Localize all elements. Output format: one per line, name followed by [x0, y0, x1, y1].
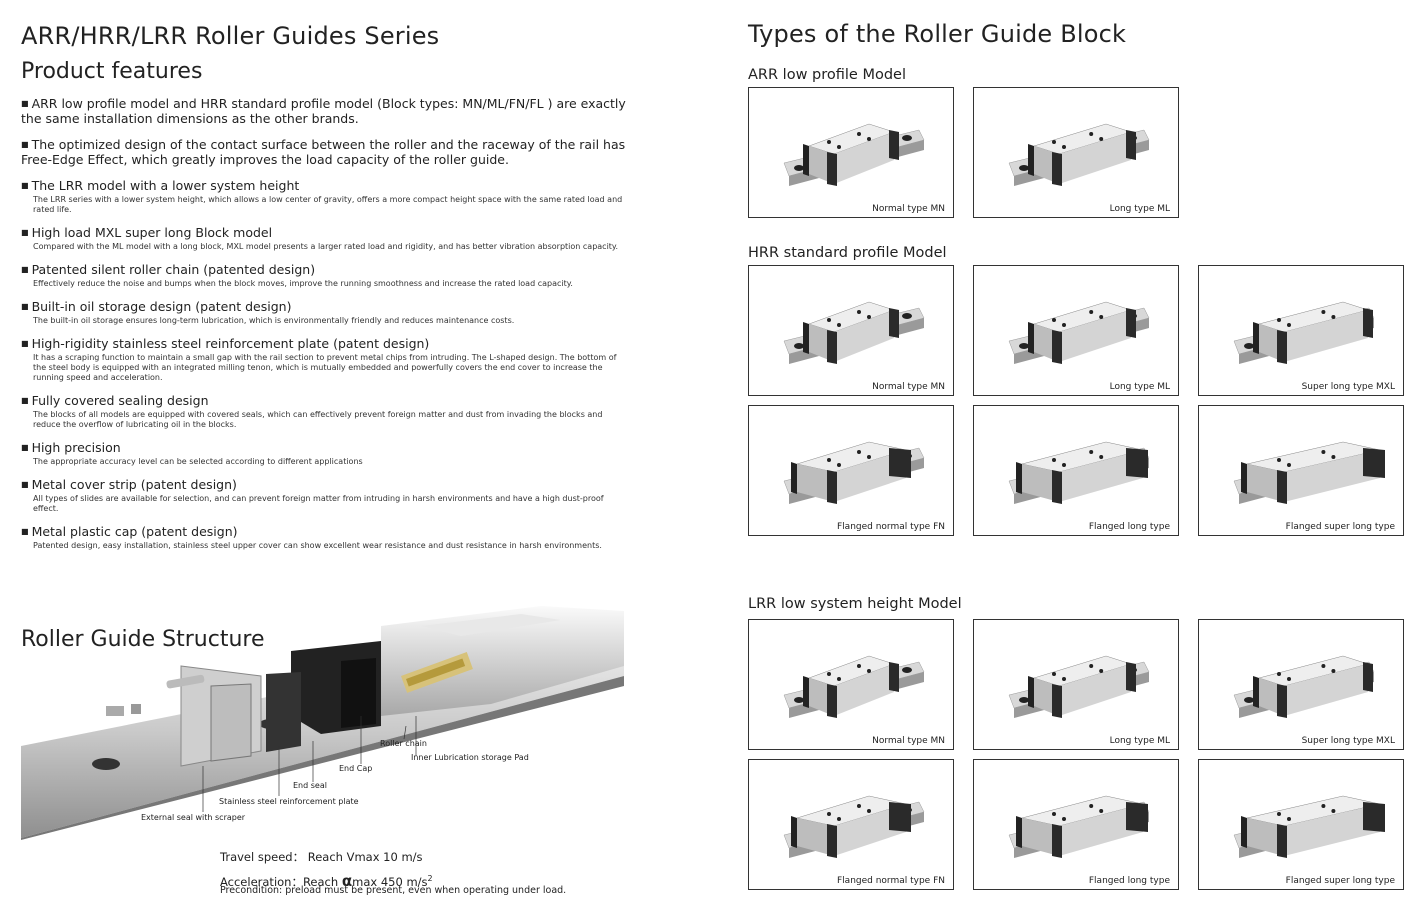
- card-caption: Long type ML: [1109, 736, 1170, 746]
- feature-title: The LRR model with a lower system height: [21, 179, 626, 194]
- callout-inner-lubrication: Inner Lubrication storage Pad: [411, 753, 529, 762]
- feature-title: High precision: [21, 441, 626, 456]
- feature-desc: The built-in oil storage ensures long-te…: [33, 316, 515, 325]
- spec-acceleration: Acceleration：Reach αmax 450 m/s2: [220, 872, 433, 890]
- spec-precondition: Precondition: preload must be present, e…: [220, 885, 567, 896]
- feature-item: Patented silent roller chain (patented d…: [21, 263, 626, 289]
- product-card-lrr: Long type ML: [973, 619, 1179, 750]
- card-caption: Flanged long type: [1088, 522, 1170, 532]
- feature-title: High-rigidity stainless steel reinforcem…: [21, 337, 626, 352]
- arr-model-title: ARR low profile Model: [748, 67, 906, 83]
- product-card-hrr: Flanged normal type FN: [748, 405, 954, 536]
- feature-item: Built-in oil storage design (patent desi…: [21, 300, 626, 326]
- feature-title: The optimized design of the contact surf…: [21, 138, 626, 166]
- card-caption: Flanged long type: [1088, 876, 1170, 886]
- types-heading: Types of the Roller Guide Block: [748, 20, 1127, 48]
- product-card-lrr: Normal type MN: [748, 619, 954, 750]
- product-card-arr: Normal type MN: [748, 87, 954, 218]
- feature-item: Fully covered sealing design The blocks …: [21, 394, 626, 430]
- feature-item: The optimized design of the contact surf…: [21, 138, 626, 166]
- card-caption: Flanged normal type FN: [837, 522, 945, 532]
- feature-title: Built-in oil storage design (patent desi…: [21, 300, 626, 315]
- feature-title: Patented silent roller chain (patented d…: [21, 263, 626, 278]
- product-card-hrr: Long type ML: [973, 265, 1179, 396]
- feature-desc: Compared with the ML model with a long b…: [33, 242, 619, 251]
- feature-title: Metal plastic cap (patent design): [21, 525, 626, 540]
- feature-item: Metal cover strip (patent design) All ty…: [21, 478, 626, 514]
- roller-block-image: [783, 655, 925, 718]
- feature-desc: Effectively reduce the noise and bumps w…: [33, 279, 573, 288]
- feature-title: High load MXL super long Block model: [21, 226, 626, 241]
- roller-block-image: [783, 795, 925, 858]
- feature-desc: The blocks of all models are equipped wi…: [33, 410, 603, 429]
- feature-title: ARR low profile model and HRR standard p…: [21, 97, 626, 125]
- callout-end-cap: End Cap: [339, 764, 373, 773]
- product-card-hrr: Super long type MXL: [1198, 265, 1404, 396]
- card-caption: Long type ML: [1109, 382, 1170, 392]
- card-caption: Flanged super long type: [1285, 876, 1395, 886]
- accel-prefix: Acceleration：Reach: [220, 875, 342, 889]
- card-caption: Long type ML: [1109, 204, 1170, 214]
- roller-block-image: [1008, 123, 1150, 186]
- feature-title: Fully covered sealing design: [21, 394, 626, 409]
- callout-roller-chain: Roller chain: [380, 739, 427, 748]
- feature-list: ARR low profile model and HRR standard p…: [21, 97, 626, 562]
- product-card-lrr: Flanged super long type: [1198, 759, 1404, 890]
- card-caption: Flanged normal type FN: [837, 876, 945, 886]
- roller-block-image: [1008, 795, 1150, 858]
- roller-block-image: [1233, 441, 1385, 504]
- callout-reinforcement-plate: Stainless steel reinforcement plate: [219, 797, 359, 806]
- roller-block-image: [1008, 441, 1150, 504]
- exploded-view-image: [21, 606, 624, 840]
- product-card-hrr: Flanged super long type: [1198, 405, 1404, 536]
- roller-block-image: [783, 441, 925, 504]
- hrr-model-title: HRR standard profile Model: [748, 245, 947, 261]
- callout-end-seal: End seal: [293, 781, 327, 790]
- roller-block-image: [1233, 655, 1375, 718]
- accel-exponent: 2: [427, 874, 433, 884]
- roller-block-image: [783, 123, 925, 186]
- roller-block-image: [1008, 301, 1150, 364]
- card-caption: Super long type MXL: [1301, 736, 1395, 746]
- feature-desc: The appropriate accuracy level can be se…: [33, 457, 363, 466]
- card-caption: Normal type MN: [872, 204, 945, 214]
- feature-item: High load MXL super long Block model Com…: [21, 226, 626, 252]
- feature-item: High precision The appropriate accuracy …: [21, 441, 626, 467]
- product-card-lrr: Super long type MXL: [1198, 619, 1404, 750]
- card-caption: Flanged super long type: [1285, 522, 1395, 532]
- alpha-symbol: α: [341, 872, 353, 890]
- feature-item: High-rigidity stainless steel reinforcem…: [21, 337, 626, 383]
- product-card-lrr: Flanged normal type FN: [748, 759, 954, 890]
- feature-item: ARR low profile model and HRR standard p…: [21, 97, 626, 125]
- spec-travel-speed: Travel speed： Reach Vmax 10 m/s: [220, 850, 423, 864]
- product-card-arr: Long type ML: [973, 87, 1179, 218]
- accel-value: max 450 m/s: [352, 875, 428, 889]
- card-caption: Super long type MXL: [1301, 382, 1395, 392]
- feature-title: Metal cover strip (patent design): [21, 478, 626, 493]
- feature-desc: Patented design, easy installation, stai…: [33, 541, 602, 550]
- product-card-hrr: Flanged long type: [973, 405, 1179, 536]
- structure-heading: Roller Guide Structure: [21, 627, 265, 652]
- callout-external-seal: External seal with scraper: [141, 813, 246, 822]
- card-caption: Normal type MN: [872, 382, 945, 392]
- roller-block-image: [783, 301, 925, 364]
- feature-item: The LRR model with a lower system height…: [21, 179, 626, 215]
- roller-block-image: [1008, 655, 1150, 718]
- features-heading: Product features: [21, 59, 203, 84]
- roller-block-image: [1233, 301, 1375, 364]
- feature-desc: The LRR series with a lower system heigh…: [33, 195, 623, 214]
- feature-item: Metal plastic cap (patent design) Patent…: [21, 525, 626, 551]
- card-caption: Normal type MN: [872, 736, 945, 746]
- main-title: ARR/HRR/LRR Roller Guides Series: [21, 22, 440, 50]
- product-card-hrr: Normal type MN: [748, 265, 954, 396]
- roller-block-image: [1233, 795, 1385, 858]
- structure-illustration: Roller chain Inner Lubrication storage P…: [21, 606, 624, 840]
- feature-desc: All types of slides are available for se…: [33, 494, 604, 513]
- feature-desc: It has a scraping function to maintain a…: [33, 353, 617, 382]
- lrr-model-title: LRR low system height Model: [748, 596, 962, 612]
- product-card-lrr: Flanged long type: [973, 759, 1179, 890]
